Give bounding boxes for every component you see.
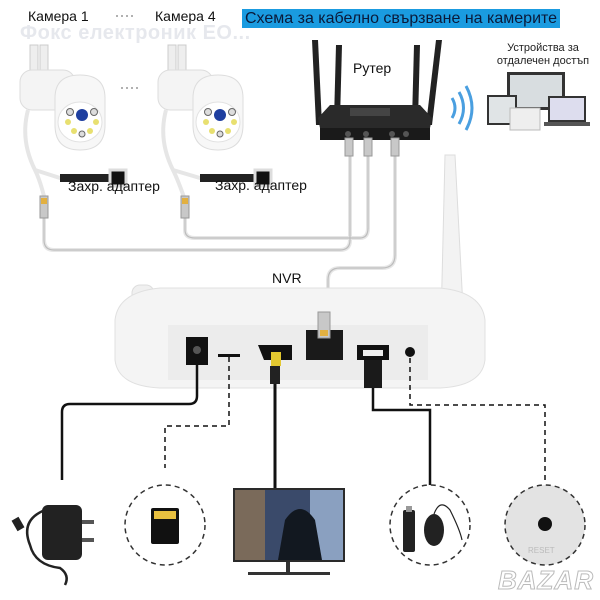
reset-button-icon [504,484,586,566]
wifi-icon [450,85,474,131]
seller-watermark: Фокс електроник ЕО... [20,22,251,44]
power-adapter-icon [11,505,94,586]
camera-4-adapter-label: Захр. адаптер [215,177,307,193]
usb-flash-and-mouse-icon [389,484,471,566]
diagram-title: Схема за кабелно свързване на камерите [242,9,561,28]
label-ellipsis [116,15,133,17]
peripheral-cables [60,357,546,490]
camera-4-label: Камера 4 [155,8,216,24]
camera-1-label: Камера 1 [28,8,89,24]
camera-1-icon [19,44,128,219]
reset-caption: RESET [528,546,555,555]
micro-sd-card-icon [124,484,206,566]
monitor-icon [233,488,345,575]
bazar-logo: BAZAR [498,565,594,596]
remote-devices-icon [487,72,590,131]
router-icon [312,40,442,157]
router-label: Рутер [353,60,392,76]
nvr-device-icon [114,154,486,389]
camera-1-adapter-label: Захр. адаптер [68,178,160,194]
nvr-label: NVR [272,270,302,286]
camera-ellipsis [121,87,138,89]
remote-access-label: Устройства за отдалечен достъп [496,42,590,67]
camera-4-icon [157,44,273,219]
